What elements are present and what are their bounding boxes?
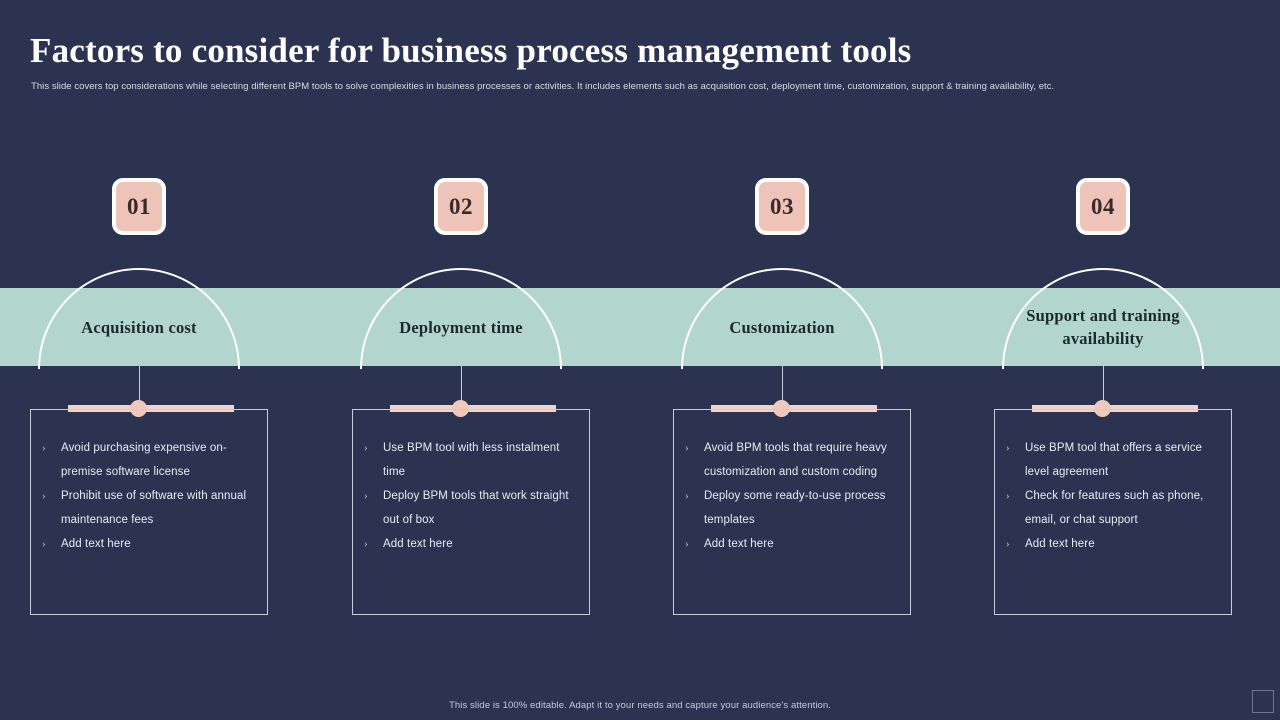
step-number-badge: 01 <box>112 178 166 235</box>
chevron-right-icon: › <box>364 490 368 502</box>
factor-column-3: 03 Customization › Avoid BPM tools that … <box>632 0 952 720</box>
list-item-text: Use BPM tool with less instalment time <box>383 442 560 478</box>
list-item: › Add text here <box>364 532 582 556</box>
chevron-right-icon: › <box>364 538 368 550</box>
accent-bar <box>711 405 877 412</box>
chevron-right-icon: › <box>42 442 46 454</box>
list-item-text: Use BPM tool that offers a service level… <box>1025 442 1203 478</box>
chevron-right-icon: › <box>364 442 368 454</box>
step-number-badge: 04 <box>1076 178 1130 235</box>
list-item-text: Check for features such as phone, email,… <box>1025 490 1204 526</box>
connector-line <box>138 366 140 410</box>
chevron-right-icon: › <box>1006 442 1010 454</box>
factor-bullet-list: › Avoid purchasing expensive on-premise … <box>42 436 260 556</box>
accent-bar <box>1032 405 1198 412</box>
accent-dot <box>772 400 790 417</box>
footer-note: This slide is 100% editable. Adapt it to… <box>448 700 832 711</box>
connector-line <box>781 366 783 410</box>
corner-placeholder-box[interactable] <box>1252 690 1274 713</box>
factor-content-box <box>352 409 590 615</box>
page-title: Factors to consider for business process… <box>30 31 912 70</box>
factor-bullet-list: › Use BPM tool with less instalment time… <box>364 436 582 556</box>
list-item: › Deploy some ready-to-use process templ… <box>685 484 903 532</box>
factor-column-1: 01 Acquisition cost › Avoid purchasing e… <box>0 0 309 720</box>
factor-column-4: 04 Support and training availability › U… <box>953 0 1273 720</box>
list-item: › Add text here <box>42 532 260 556</box>
list-item: › Use BPM tool that offers a service lev… <box>1006 436 1224 484</box>
factor-bullet-list: › Avoid BPM tools that require heavy cus… <box>685 436 903 556</box>
factor-content-box <box>673 409 911 615</box>
list-item-text: Add text here <box>704 538 774 550</box>
list-item-text: Deploy some ready-to-use process templat… <box>704 490 886 526</box>
chevron-right-icon: › <box>685 538 689 550</box>
accent-dot <box>129 400 147 417</box>
factor-title: Customization <box>729 317 835 337</box>
list-item-text: Prohibit use of software with annual mai… <box>61 490 247 526</box>
list-item: › Add text here <box>1006 532 1224 556</box>
factor-bullet-list: › Use BPM tool that offers a service lev… <box>1006 436 1224 556</box>
accent-bar <box>390 405 556 412</box>
list-item: › Check for features such as phone, emai… <box>1006 484 1224 532</box>
chevron-right-icon: › <box>685 442 689 454</box>
factor-content-box <box>30 409 268 615</box>
step-number-badge: 02 <box>434 178 488 235</box>
list-item: › Avoid BPM tools that require heavy cus… <box>685 436 903 484</box>
chevron-right-icon: › <box>42 490 46 502</box>
factor-title: Acquisition cost <box>81 317 197 337</box>
list-item: › Deploy BPM tools that work straight ou… <box>364 484 582 532</box>
page-subtitle: This slide covers top considerations whi… <box>31 81 1055 92</box>
factor-column-2: 02 Deployment time › Use BPM tool with l… <box>311 0 631 720</box>
accent-dot <box>1093 400 1111 417</box>
list-item-text: Add text here <box>1025 538 1095 550</box>
list-item: › Use BPM tool with less instalment time <box>364 436 582 484</box>
connector-line <box>1102 366 1104 410</box>
list-item: › Avoid purchasing expensive on-premise … <box>42 436 260 484</box>
list-item-text: Add text here <box>61 538 131 550</box>
factor-title: Support and training availability <box>1026 306 1180 348</box>
factor-title: Deployment time <box>399 317 523 337</box>
connector-line <box>460 366 462 410</box>
list-item: › Prohibit use of software with annual m… <box>42 484 260 532</box>
step-number-badge: 03 <box>755 178 809 235</box>
accent-bar <box>68 405 234 412</box>
accent-dot <box>451 400 469 417</box>
list-item-text: Deploy BPM tools that work straight out … <box>383 490 569 526</box>
chevron-right-icon: › <box>685 490 689 502</box>
list-item-text: Avoid BPM tools that require heavy custo… <box>704 442 887 478</box>
list-item: › Add text here <box>685 532 903 556</box>
factor-content-box <box>994 409 1232 615</box>
chevron-right-icon: › <box>42 538 46 550</box>
chevron-right-icon: › <box>1006 538 1010 550</box>
list-item-text: Avoid purchasing expensive on-premise so… <box>61 442 227 478</box>
chevron-right-icon: › <box>1006 490 1010 502</box>
list-item-text: Add text here <box>383 538 453 550</box>
